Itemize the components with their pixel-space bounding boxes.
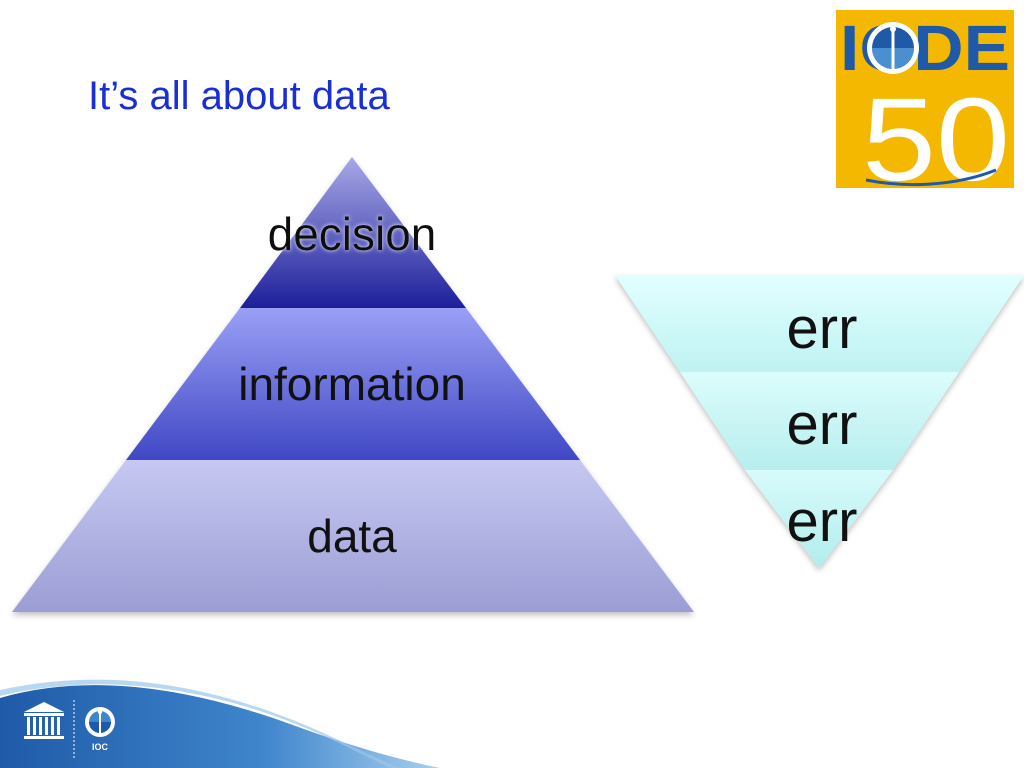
- pyramid-tier-decision: [240, 157, 466, 308]
- logo-50-text: 50: [862, 74, 1010, 188]
- iode-50-logo: IODE 50: [836, 10, 1014, 188]
- pyramid-label-data: data: [307, 510, 397, 562]
- inverted-triangle: [615, 275, 1024, 568]
- pyramid: [12, 157, 694, 612]
- err-label-2: err: [787, 392, 858, 457]
- ioc-label: IOC: [92, 742, 109, 752]
- footer-wave: [0, 679, 440, 768]
- ioc-compass-icon: [85, 707, 115, 737]
- err-label-3: err: [787, 489, 858, 554]
- err-label-1: err: [787, 296, 858, 361]
- pyramid-label-information: information: [238, 358, 466, 410]
- logo-swoosh: [865, 168, 997, 187]
- pyramid-tier-information: [126, 308, 580, 460]
- pyramid-tier-data: [12, 460, 694, 612]
- compass-icon: [867, 22, 919, 74]
- slide-title: It’s all about data: [88, 74, 390, 118]
- err-tier-3: [745, 470, 893, 568]
- err-tier-2: [680, 372, 959, 470]
- pyramid-label-decision: decision: [268, 208, 437, 260]
- err-tier-1: [615, 275, 1024, 372]
- unesco-temple-icon: [24, 702, 64, 739]
